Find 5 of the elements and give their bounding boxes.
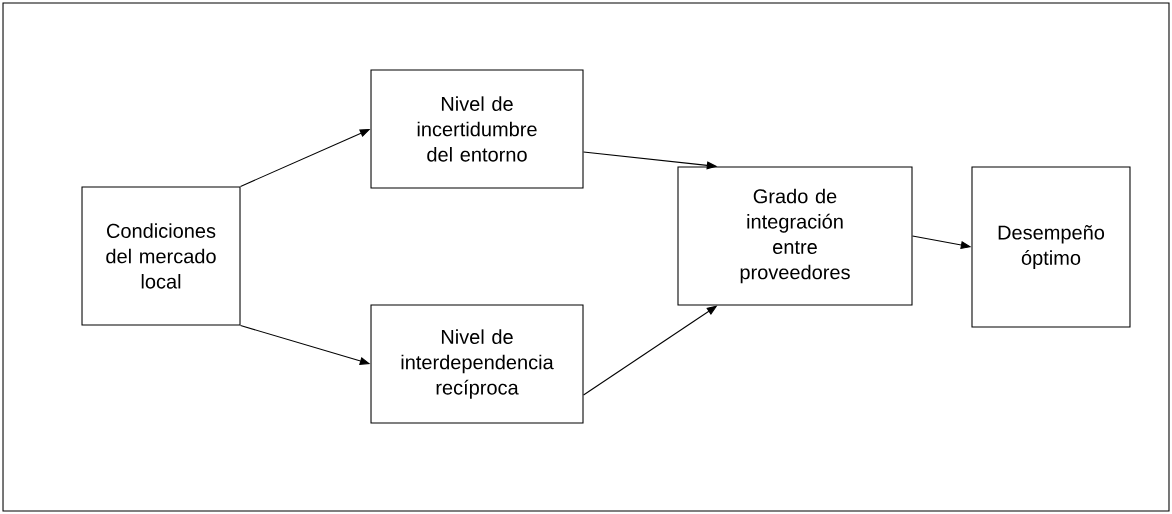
process-box: Nivel de interdependencia recíproca — [370, 304, 584, 424]
process-box: Grado de integración entre proveedores — [677, 166, 913, 306]
process-box: Condiciones del mercado local — [81, 186, 241, 326]
process-box: Nivel de incertidumbre del entorno — [370, 69, 584, 189]
process-box: Desempeño óptimo — [971, 166, 1131, 328]
